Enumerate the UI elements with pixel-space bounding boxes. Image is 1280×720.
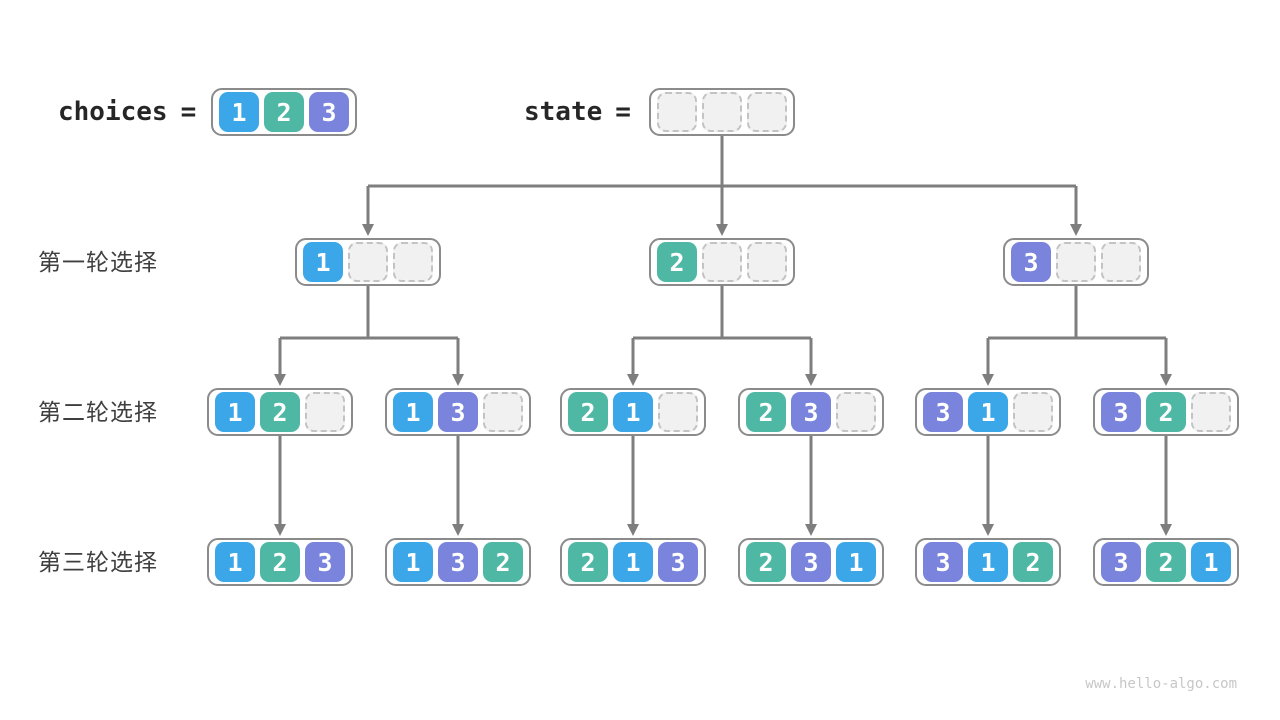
- choice-cell-3: 3: [658, 542, 698, 582]
- empty-slot: [348, 242, 388, 282]
- choice-cell-3: 3: [791, 542, 831, 582]
- choice-cell-1: 1: [393, 392, 433, 432]
- choice-cell-2: 2: [260, 542, 300, 582]
- choice-cell-2: 2: [746, 392, 786, 432]
- state-array-box: [649, 88, 795, 136]
- choice-cell-1: 1: [393, 542, 433, 582]
- choice-cell-1: 1: [613, 542, 653, 582]
- empty-slot: [1056, 242, 1096, 282]
- choice-cell-1: 1: [303, 242, 343, 282]
- empty-slot: [393, 242, 433, 282]
- choice-cell-1: 1: [968, 392, 1008, 432]
- choice-cell-3: 3: [1011, 242, 1051, 282]
- empty-slot: [747, 92, 787, 132]
- empty-slot: [657, 92, 697, 132]
- watermark-url: www.hello-algo.com: [1085, 676, 1237, 692]
- choice-cell-2: 2: [1146, 392, 1186, 432]
- choice-cell-2: 2: [746, 542, 786, 582]
- state-label-group: state =: [524, 88, 631, 136]
- state-label: state: [524, 97, 603, 127]
- choice-cell-1: 1: [215, 542, 255, 582]
- choice-cell-1: 1: [215, 392, 255, 432]
- choice-cell-1: 1: [219, 92, 259, 132]
- choices-equals-sign: =: [180, 97, 197, 127]
- empty-slot: [658, 392, 698, 432]
- state-box-round1-3: 3: [1003, 238, 1149, 286]
- choice-cell-3: 3: [305, 542, 345, 582]
- empty-slot: [747, 242, 787, 282]
- choices-label: choices: [58, 97, 168, 127]
- choice-cell-2: 2: [264, 92, 304, 132]
- empty-slot: [1101, 242, 1141, 282]
- choice-cell-2: 2: [568, 392, 608, 432]
- state-box-round1-1: 1: [295, 238, 441, 286]
- round-2-label: 第二轮选择: [38, 399, 158, 425]
- empty-slot: [836, 392, 876, 432]
- choice-cell-3: 3: [438, 392, 478, 432]
- choice-cell-3: 3: [438, 542, 478, 582]
- choice-cell-1: 1: [968, 542, 1008, 582]
- choices-label-group: choices =: [58, 88, 196, 136]
- empty-slot: [702, 242, 742, 282]
- choice-cell-2: 2: [260, 392, 300, 432]
- empty-slot: [1191, 392, 1231, 432]
- empty-slot: [483, 392, 523, 432]
- choice-cell-3: 3: [791, 392, 831, 432]
- choice-cell-3: 3: [923, 542, 963, 582]
- choice-cell-1: 1: [836, 542, 876, 582]
- choice-cell-3: 3: [923, 392, 963, 432]
- empty-slot: [305, 392, 345, 432]
- choice-cell-1: 1: [613, 392, 653, 432]
- choice-cell-3: 3: [1101, 392, 1141, 432]
- choice-cell-2: 2: [483, 542, 523, 582]
- choice-cell-3: 3: [1101, 542, 1141, 582]
- empty-slot: [702, 92, 742, 132]
- state-box-round1-2: 2: [649, 238, 795, 286]
- choice-cell-3: 3: [309, 92, 349, 132]
- empty-slot: [1013, 392, 1053, 432]
- state-equals-sign: =: [615, 97, 631, 127]
- choice-cell-2: 2: [1146, 542, 1186, 582]
- choice-cell-1: 1: [1191, 542, 1231, 582]
- choice-cell-2: 2: [657, 242, 697, 282]
- choice-cell-2: 2: [1013, 542, 1053, 582]
- choice-cell-2: 2: [568, 542, 608, 582]
- round-1-label: 第一轮选择: [38, 249, 158, 275]
- round-3-label: 第三轮选择: [38, 549, 158, 575]
